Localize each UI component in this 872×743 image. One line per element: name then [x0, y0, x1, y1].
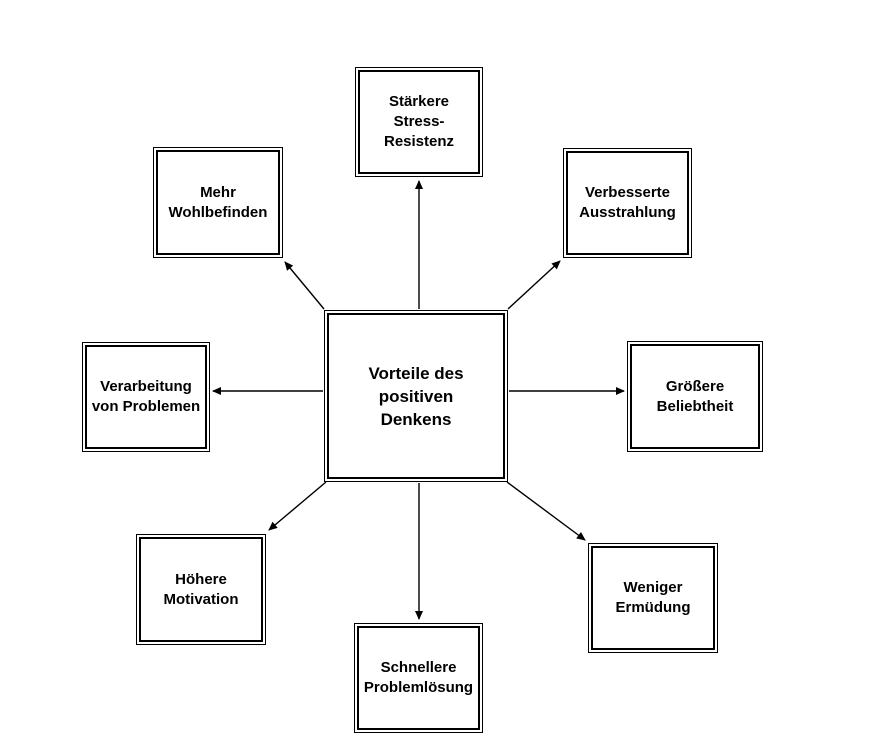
node-frame: Schnellere Problemlösung — [357, 626, 480, 730]
node-label: Höhere Motivation — [163, 570, 239, 608]
node-frame: Stärkere Stress- Resistenz — [358, 70, 480, 174]
node-label: Verbesserte Ausstrahlung — [579, 184, 676, 221]
node-frame: Verbesserte Ausstrahlung — [566, 151, 689, 255]
node-center-frame: Vorteile des positiven Denkens — [327, 313, 505, 479]
node-label: Schnellere Problemlösung — [363, 659, 474, 696]
node-label: Größere Beliebtheit — [656, 377, 734, 415]
arrow-center-to-bottom-right — [506, 481, 586, 541]
node-groessere-beliebtheit: Größere Beliebtheit — [627, 341, 763, 452]
node-staerkere-stress-resistenz: Stärkere Stress- Resistenz — [355, 67, 483, 177]
node-verarbeitung-von-problemen: Verarbeitung von Problemen — [82, 342, 210, 452]
arrow-center-to-top-right — [507, 260, 561, 310]
node-mehr-wohlbefinden: Mehr Wohlbefinden — [153, 147, 283, 258]
node-schnellere-problemloesung: Schnellere Problemlösung — [354, 623, 483, 733]
node-verbesserte-ausstrahlung: Verbesserte Ausstrahlung — [563, 148, 692, 258]
node-frame: Mehr Wohlbefinden — [156, 150, 280, 255]
node-label: Mehr Wohlbefinden — [168, 183, 268, 221]
node-label: Weniger Ermüdung — [615, 579, 691, 616]
arrow-center-to-top-left — [284, 261, 325, 310]
node-center: Vorteile des positiven Denkens — [324, 310, 508, 482]
node-frame: Größere Beliebtheit — [630, 344, 760, 449]
node-label: Verarbeitung von Problemen — [91, 378, 201, 415]
arrow-center-to-bottom-left — [268, 481, 327, 531]
node-center-label: Vorteile des positiven Denkens — [368, 363, 464, 429]
node-label: Stärkere Stress- Resistenz — [383, 93, 455, 150]
node-frame: Höhere Motivation — [139, 537, 263, 642]
node-hoehere-motivation: Höhere Motivation — [136, 534, 266, 645]
node-frame: Verarbeitung von Problemen — [85, 345, 207, 449]
node-weniger-ermuedung: Weniger Ermüdung — [588, 543, 718, 653]
node-frame: Weniger Ermüdung — [591, 546, 715, 650]
